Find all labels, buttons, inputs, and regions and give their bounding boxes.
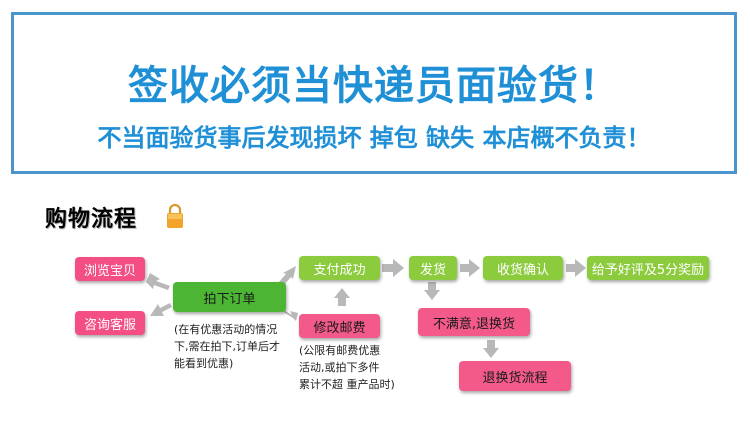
- notice-headline: 签收必须当快递员面验货！: [128, 63, 620, 109]
- step-payment-success: 支付成功: [299, 256, 380, 280]
- step-unsatisfied: 不满意,退换货: [418, 308, 530, 336]
- step-modify-shipping: 修改邮费: [299, 314, 380, 338]
- arrow-consult-to-order: [150, 303, 172, 316]
- arrow-order-to-modify: [282, 309, 298, 321]
- step-review: 给予好评及5分奖励: [587, 256, 709, 280]
- section-title: 购物流程: [45, 207, 138, 232]
- order-note: (在有优惠活动的情况 下,需在拍下,订单后才 能看到优惠): [174, 323, 280, 370]
- lock-icon: [167, 203, 183, 228]
- notice-disclaimer: 不当面验货事后发现损坏 掉包 缺失 本店概不负责！: [97, 124, 651, 152]
- step-consult: 咨询客服: [75, 311, 145, 335]
- arrow-pay-to-ship: [382, 259, 404, 277]
- arrow-browse-to-order: [146, 273, 170, 290]
- notice-banner: 签收必须当快递员面验货！ 不当面验货事后发现损坏 掉包 缺失 本店概不负责！: [11, 12, 737, 174]
- arrow-ship-to-confirm: [460, 259, 480, 277]
- arrow-modify-to-pay: [334, 288, 350, 306]
- arrow-unsatisfied-to-return: [483, 340, 499, 358]
- arrow-confirm-to-review: [566, 259, 586, 277]
- step-return-process: 退换货流程: [459, 361, 571, 391]
- step-place-order: 拍下订单: [173, 282, 286, 312]
- step-browse: 浏览宝贝: [75, 257, 145, 281]
- arrow-order-to-pay: [278, 266, 296, 286]
- arrow-ship-to-unsatisfied: [424, 282, 440, 300]
- step-ship: 发货: [409, 256, 457, 280]
- shipping-note: (公限有邮费优惠 活动,或拍下多件 累计不超 重产品时): [299, 344, 395, 391]
- step-confirm-receipt: 收货确认: [483, 256, 563, 280]
